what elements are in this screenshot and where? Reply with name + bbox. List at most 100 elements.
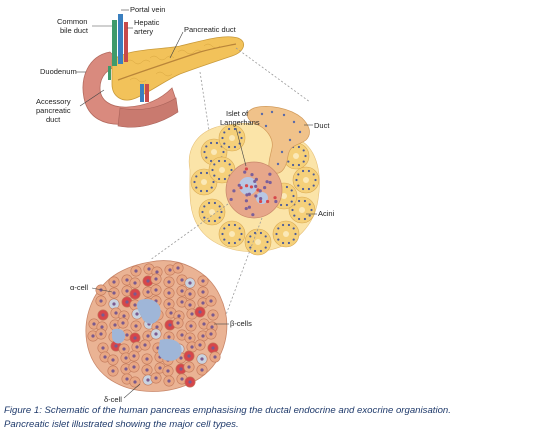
islet-cell-nucleus <box>251 213 255 217</box>
label-islet-2: Langerhans <box>220 118 260 127</box>
acinar-nucleus <box>205 156 208 159</box>
acinus-lumen <box>229 231 235 237</box>
islet-cell-nucleus <box>209 299 213 303</box>
acinar-nucleus <box>287 241 291 245</box>
islet-cell-nucleus <box>158 366 162 370</box>
islet-cell-nucleus <box>146 334 150 338</box>
islet-cell-nucleus <box>125 289 129 293</box>
islet-cell-nucleus <box>167 280 171 284</box>
label-accessory-duct-2: pancreatic <box>36 106 71 115</box>
label-accessory-duct-3: duct <box>46 115 61 124</box>
acinar-nucleus <box>291 208 294 212</box>
islet-cell-nucleus <box>133 281 137 285</box>
islet-cell-nucleus <box>92 322 96 326</box>
islet-cell-nucleus <box>244 167 249 171</box>
acinar-nucleus <box>247 240 250 244</box>
acinus-lumen <box>201 179 207 185</box>
islet-cell-nucleus <box>122 347 126 351</box>
islet-cell-nucleus <box>168 323 172 327</box>
acinar-nucleus <box>209 159 213 163</box>
label-common-bile-duct-1: Common <box>57 17 87 26</box>
acinar-nucleus <box>292 227 295 230</box>
acinar-nucleus <box>201 210 204 214</box>
acinar-nucleus <box>205 189 209 193</box>
islet-cell-nucleus <box>180 300 184 304</box>
islet-cell-nucleus <box>247 192 251 196</box>
islet-cell-nucleus <box>198 310 202 314</box>
label-hepatic-artery-2: artery <box>134 27 153 36</box>
acinar-nucleus <box>203 205 206 208</box>
acinar-nucleus <box>253 231 257 235</box>
acinus-lumen <box>293 153 299 159</box>
islet-cell-nucleus <box>249 185 254 189</box>
label-delta-cell: δ-cell <box>104 395 122 404</box>
islet-cell-nucleus <box>143 343 147 347</box>
islet-cell-nucleus <box>239 186 243 190</box>
acinar-nucleus <box>223 159 227 163</box>
islet-cell-nucleus <box>213 355 217 359</box>
islet-cell-nucleus <box>237 183 241 187</box>
islet-small-cells <box>229 167 278 217</box>
islet-cell-nucleus <box>154 288 158 292</box>
islet-cell-nucleus <box>134 324 138 328</box>
acinar-nucleus <box>253 249 257 253</box>
acinar-nucleus <box>218 205 221 208</box>
acinar-nucleus <box>302 160 305 163</box>
label-beta-cells: β-cells <box>230 319 252 328</box>
islet-cell-nucleus <box>145 368 149 372</box>
acinar-nucleus <box>238 238 241 241</box>
islet-cell-nucleus <box>167 379 171 383</box>
islet-cell-nucleus <box>232 189 236 193</box>
islet-cell-nucleus <box>125 377 129 381</box>
islet-cell-nucleus <box>133 380 137 384</box>
islet-cell-nucleus <box>188 380 192 384</box>
islet-cell-nucleus <box>133 336 137 340</box>
gross-labels: Portal vein Common bile duct Hepatic art… <box>36 5 237 124</box>
acinar-nucleus <box>287 160 290 163</box>
islet-cell-nucleus <box>211 313 215 317</box>
islet-cell-nucleus <box>168 268 172 272</box>
islet-cell-nucleus <box>176 321 180 325</box>
islet-cell-nucleus <box>254 184 258 188</box>
islet-cell-nucleus <box>114 311 118 315</box>
acinar-nucleus <box>223 238 226 241</box>
islet-cell-nucleus <box>266 199 270 204</box>
islet-cell-nucleus <box>258 189 262 193</box>
islet-cell-nucleus <box>124 356 128 360</box>
islet-cell-nucleus <box>112 302 116 306</box>
acinar-nucleus <box>301 169 305 173</box>
common-bile-duct-vessel <box>112 20 117 66</box>
islet-cell-nucleus <box>155 325 159 329</box>
acinar-nucleus <box>307 169 311 173</box>
acinar-nucleus <box>301 187 305 191</box>
islet-cell-nucleus <box>91 334 95 338</box>
islet-cell-nucleus <box>167 335 171 339</box>
islet-cell-nucleus <box>258 199 263 204</box>
acinar-nucleus <box>213 174 216 177</box>
acinar-nucleus <box>266 240 269 244</box>
islet-cell-nucleus <box>146 378 150 382</box>
acinar-nucleus <box>297 199 301 203</box>
acinar-nucleus <box>264 246 267 249</box>
islet-cell-nucleus <box>273 196 277 200</box>
islet-cell-nucleus <box>190 312 194 316</box>
acinar-nucleus <box>203 150 206 154</box>
islet-cell-nucleus <box>132 365 136 369</box>
acinar-nucleus <box>292 194 295 198</box>
acinar-nucleus <box>302 149 305 152</box>
duodenum-shape <box>82 51 177 125</box>
label-hepatic-artery-1: Hepatic <box>134 18 160 27</box>
islet-cell-nucleus <box>211 346 215 350</box>
acinar-nucleus <box>215 141 219 145</box>
islet-cell-nucleus <box>133 303 137 307</box>
islet-cell-nucleus <box>188 292 192 296</box>
acinar-nucleus <box>314 178 317 182</box>
acinar-nucleus <box>212 180 215 184</box>
acinar-nucleus <box>233 241 237 245</box>
islet-cell-nucleus <box>180 278 184 282</box>
acinar-nucleus <box>290 200 293 203</box>
acinar-nucleus <box>193 180 196 184</box>
islet-cell-nucleus <box>201 290 205 294</box>
acinar-nucleus <box>292 238 295 241</box>
acinar-nucleus <box>285 203 289 207</box>
